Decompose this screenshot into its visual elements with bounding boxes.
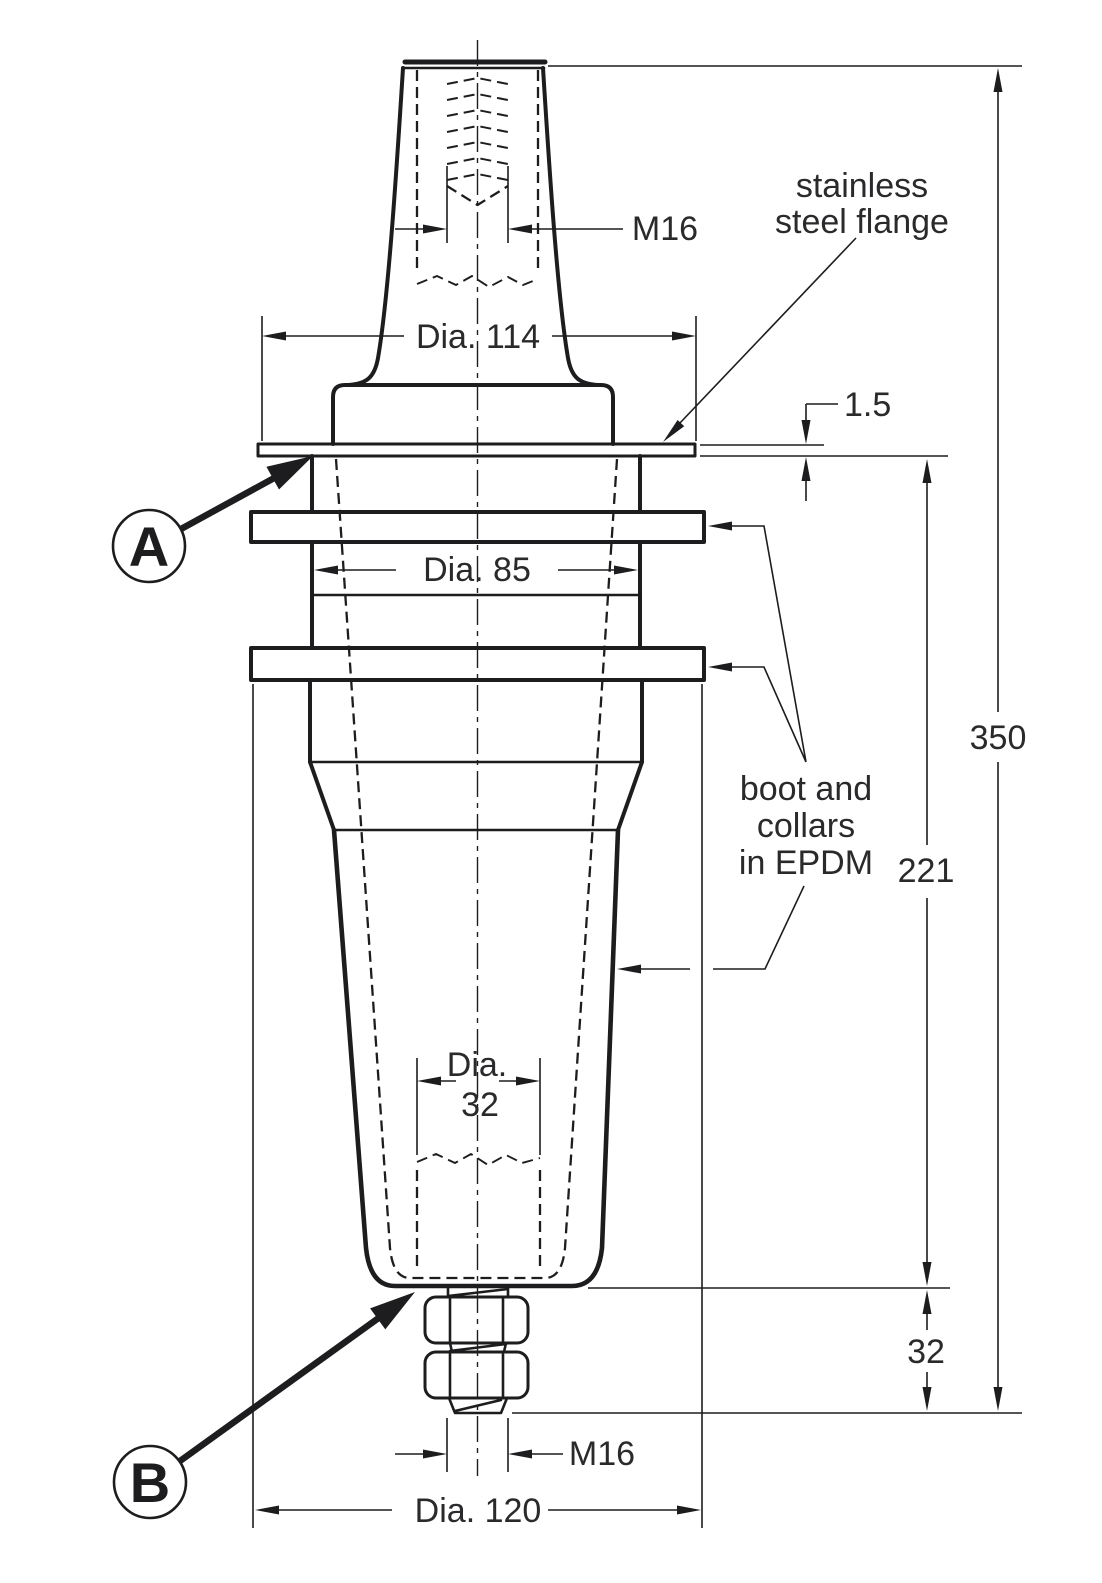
arrowhead-right-icon [423, 1449, 447, 1459]
stud-chamfered-end [447, 1396, 509, 1415]
dim-flange-thickness-leader [805, 403, 838, 501]
epdm-label-line2: collars [757, 807, 855, 845]
arrowhead-up-icon [922, 1290, 932, 1314]
arrowhead-up-icon [801, 457, 811, 481]
callout-b-circle [112, 1444, 188, 1520]
dim-dia-collar-label: Dia. 120 [415, 1492, 542, 1530]
hex-nut-1-facets [448, 1297, 505, 1343]
callout-b: B [112, 1292, 415, 1520]
arrowhead-down-icon [922, 1387, 932, 1411]
flange-plate [256, 442, 697, 458]
flange-callout: stainless steel flange [663, 167, 949, 442]
bottom-stud-assembly [423, 1286, 530, 1415]
arrowhead-right-icon [672, 331, 696, 341]
arrowhead-left-icon [255, 1505, 279, 1515]
arrowhead-down-icon [922, 1262, 932, 1286]
dim-thread-bottom-extension-lines [446, 1418, 509, 1472]
arrowhead-left-icon [708, 662, 732, 672]
arrowhead-up-icon [922, 459, 932, 483]
upper-neck [310, 454, 642, 514]
top-cone-right-edge [541, 66, 600, 387]
dim-boot-height: 221 [898, 459, 955, 1286]
flange-label-line2: steel flange [775, 203, 949, 241]
dim-stud-length: 32 [588, 1287, 950, 1411]
lower-neck [308, 678, 644, 764]
dim-flange-thickness: 1.5 [700, 386, 948, 501]
part-outline [249, 59, 706, 1289]
callout-b-letter: B [130, 1451, 170, 1514]
boot-body [331, 827, 621, 1289]
epdm-label-line1: boot and [740, 770, 872, 808]
arrowhead-up-icon [993, 68, 1003, 92]
callout-a: A [111, 456, 313, 584]
arrowhead-left-icon [314, 565, 338, 575]
overall-extension-lines [512, 65, 1022, 1414]
break-line-bottom [416, 1153, 541, 1166]
dim-stud-length-label: 32 [907, 1333, 945, 1371]
dim-thread-bottom-label: M16 [569, 1435, 635, 1473]
boot-upper-taper [308, 760, 644, 832]
arrowhead-leader-icon [663, 420, 685, 442]
dim-dia-mid-label: Dia. 85 [423, 551, 531, 589]
arrowhead-left-icon [617, 964, 641, 974]
arrowhead-left-icon [508, 1449, 532, 1459]
inner-insulator-hidden-outline [334, 458, 619, 1280]
dim-flange-thickness-label: 1.5 [844, 386, 891, 424]
callout-a-arrowhead-icon [266, 456, 313, 490]
dim-dia-insert-word: Dia. [447, 1046, 507, 1084]
flange-extension-lines [700, 444, 948, 457]
embedded-stud-hidden-outline [415, 1170, 542, 1272]
hex-nut-1 [423, 1295, 530, 1345]
dim-dia-flange-label: Dia. 114 [416, 318, 540, 356]
arrowhead-left-icon [508, 224, 532, 234]
arrowhead-right-icon [423, 224, 447, 234]
collar-1 [249, 510, 706, 544]
dim-overall-height: 350 [512, 65, 1027, 1414]
dim-dia-insert: Dia. 32 [416, 1046, 541, 1155]
dim-thread-bottom: M16 [395, 1418, 635, 1473]
callout-b-arrowhead-icon [370, 1292, 415, 1330]
epdm-callout: boot and collars in EPDM [617, 521, 873, 974]
epdm-label-line3: in EPDM [739, 844, 873, 882]
dim-dia-collar: Dia. 120 [252, 684, 703, 1530]
boot-leader-line [639, 885, 805, 970]
arrowhead-right-icon [614, 565, 638, 575]
hidden-lines [334, 70, 619, 1280]
callout-a-letter: A [129, 515, 169, 578]
dim-dia-collar-extension-lines [252, 684, 703, 1528]
arrowhead-right-icon [516, 1076, 540, 1086]
dim-thread-top-label: M16 [632, 210, 698, 248]
arrowhead-down-icon [993, 1387, 1003, 1411]
flange-leader-line [678, 237, 857, 425]
collar-leader-lines [730, 525, 807, 763]
dim-boot-height-label: 221 [898, 852, 955, 890]
arrowhead-down-icon [801, 420, 811, 444]
callout-a-circle [111, 508, 187, 584]
dim-thread-top-extension-lines [446, 166, 509, 243]
flange-label-line1: stainless [796, 167, 928, 205]
hex-nut-2-facets [448, 1352, 505, 1398]
dim-dia-insert-value: 32 [461, 1086, 499, 1124]
collar-2 [249, 646, 706, 682]
hex-nut-2 [423, 1350, 530, 1400]
dim-thread-top: M16 [395, 166, 698, 248]
drill-point-hidden [446, 185, 509, 207]
dim-dia-insert-extension-lines [416, 1058, 541, 1155]
callout-a-arrow-line [177, 473, 280, 533]
dim-dia-mid: Dia. 85 [314, 551, 638, 589]
arrowhead-left-icon [262, 331, 286, 341]
shoulder-block [331, 383, 615, 446]
dim-overall-label: 350 [970, 719, 1027, 757]
arrowhead-right-icon [677, 1505, 701, 1515]
arrowhead-left-icon [417, 1076, 441, 1086]
top-cone-left-edge [346, 66, 405, 387]
dim-dia-flange: Dia. 114 [261, 316, 697, 441]
break-line-top [416, 275, 539, 288]
callout-b-arrow-line [176, 1313, 384, 1465]
dim-dia-flange-extension-lines [261, 316, 697, 441]
arrowhead-left-icon [708, 521, 732, 531]
